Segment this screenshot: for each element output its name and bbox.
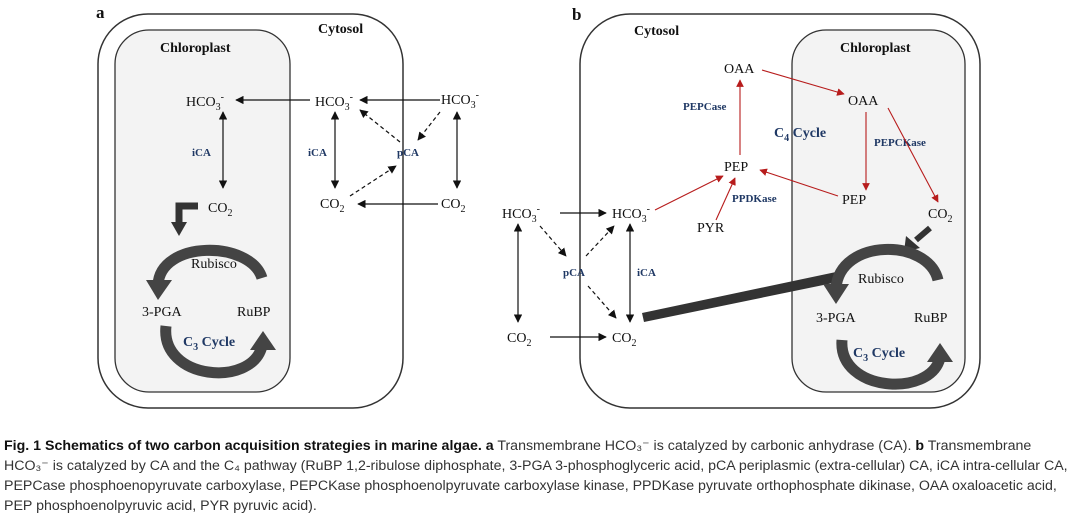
panel-a-ica-cytosol: iCA (308, 147, 327, 159)
panel-b-co2-cytosol: CO2 (612, 331, 636, 349)
panel-a-co2-thick-arrow (175, 202, 198, 225)
panel-a-c3-cycle-label: C3 Cycle (183, 335, 235, 353)
caption-a-letter: a (485, 438, 494, 454)
panel-a-cycle-top-arrowhead (146, 280, 172, 300)
panel-b-pyr: PYR (697, 221, 725, 236)
panel-a-hco3-outside-to-pca (417, 111, 441, 141)
panel-b-pep-chloroplast: PEP (842, 193, 866, 208)
panel-a-cycle-bottom-arrowhead (250, 331, 276, 350)
panel-b-pca-to-co2 (587, 285, 617, 319)
panel-a-hco3-outside: HCO3- (441, 90, 479, 111)
panel-b-red-oaa-to-co2 (887, 107, 939, 203)
panel-a: a Cytosol Chloroplast HCO3- HCO3- HCO3- … (96, 3, 479, 409)
panel-b-c4-cycle-label: C4 Cycle (774, 126, 826, 144)
panel-b-pepckase: PEPCKase (874, 137, 926, 149)
panel-a-rubp-label: RuBP (237, 305, 271, 320)
panel-a-co2-cytosol: CO2 (320, 197, 344, 215)
panel-b-pca-to-hco3 (585, 225, 615, 257)
panel-a-co2-thick-arrowhead (171, 222, 187, 236)
panel-a-co2-to-pca (349, 165, 397, 197)
panel-b-pca: pCA (563, 267, 585, 279)
caption-b-text: Transmembrane HCO₃⁻ is catalyzed by CA a… (4, 438, 1068, 514)
panel-b-pepcase: PEPCase (683, 101, 727, 113)
panel-b-chloroplast-label: Chloroplast (840, 41, 911, 56)
panel-a-chloroplast (114, 29, 291, 393)
figure-caption: Fig. 1 Schematics of two carbon acquisit… (4, 436, 1076, 516)
panel-b-cycle-top-arrowhead (823, 284, 849, 304)
panel-b-cytosol-label: Cytosol (634, 24, 679, 39)
panel-a-letter: a (96, 3, 105, 22)
panel-b-co2-outside: CO2 (507, 331, 531, 349)
panel-b-co2-thick-arrow (914, 225, 932, 243)
panel-a-cytosol-label: Cytosol (318, 22, 363, 37)
panel-b-ica: iCA (637, 267, 656, 279)
panel-b-hco3-to-pca (539, 225, 567, 257)
panel-b-c3-cycle-label: C3 Cycle (853, 346, 905, 364)
panel-a-pca-to-hco3 (359, 109, 401, 143)
panel-b-pep-cytosol: PEP (724, 160, 748, 175)
panel-a-pca: pCA (397, 147, 419, 159)
panel-a-cell-membrane (97, 13, 404, 409)
panel-b-cycle-bottom-arc (836, 339, 946, 390)
panel-b-rubp-label: RuBP (914, 311, 948, 326)
panel-b-pga-label: 3-PGA (816, 311, 857, 326)
panel-b-hco3-cytosol: HCO3- (612, 204, 650, 225)
caption-a-text: Transmembrane HCO₃⁻ is catalyzed by carb… (497, 438, 912, 454)
panel-b-red-oaa-to-oaa (761, 69, 845, 96)
panel-b-rubisco-label: Rubisco (858, 272, 904, 287)
panel-b-oaa-cytosol: OAA (724, 62, 755, 77)
panel-a-pga-label: 3-PGA (142, 305, 183, 320)
panel-a-chloroplast-label: Chloroplast (160, 41, 231, 56)
panel-b-red-hco3-to-pepcase (654, 175, 724, 211)
panel-b-co2-to-rubisco-thick-arrow (642, 272, 838, 322)
panel-a-cycle-top-arc (152, 244, 268, 286)
panel-b: b Cytosol Chloroplast OAA OAA PEPCase C4… (502, 5, 981, 409)
panel-a-ica-chloroplast: iCA (192, 147, 211, 159)
panel-b-cycle-top-arc (830, 244, 944, 289)
panel-b-red-pep-back (759, 168, 839, 197)
panel-a-cycle-bottom-arc (160, 325, 268, 379)
caption-heading: Fig. 1 Schematics of two carbon acquisit… (4, 438, 482, 454)
panel-b-hco3-outside: HCO3- (502, 204, 540, 225)
panel-b-co2-chloroplast: CO2 (928, 207, 952, 225)
panel-b-cell-membrane (579, 13, 981, 409)
panel-a-hco3-cytosol: HCO3- (315, 92, 353, 113)
panel-b-red-pyr-to-pep (715, 177, 736, 221)
panel-a-hco3-chloroplast: HCO3- (186, 92, 224, 113)
carbon-acquisition-diagram: a Cytosol Chloroplast HCO3- HCO3- HCO3- … (96, 3, 981, 409)
panel-b-letter: b (572, 5, 581, 24)
panel-b-cycle-bottom-arrowhead (927, 343, 953, 362)
caption-b-letter: b (915, 438, 925, 454)
panel-a-co2-chloroplast: CO2 (208, 201, 232, 219)
panel-a-rubisco-label: Rubisco (191, 257, 237, 272)
panel-b-oaa-chloroplast: OAA (848, 94, 879, 109)
panel-b-ppdkase: PPDKase (732, 193, 777, 205)
panel-a-co2-outside: CO2 (441, 197, 465, 215)
